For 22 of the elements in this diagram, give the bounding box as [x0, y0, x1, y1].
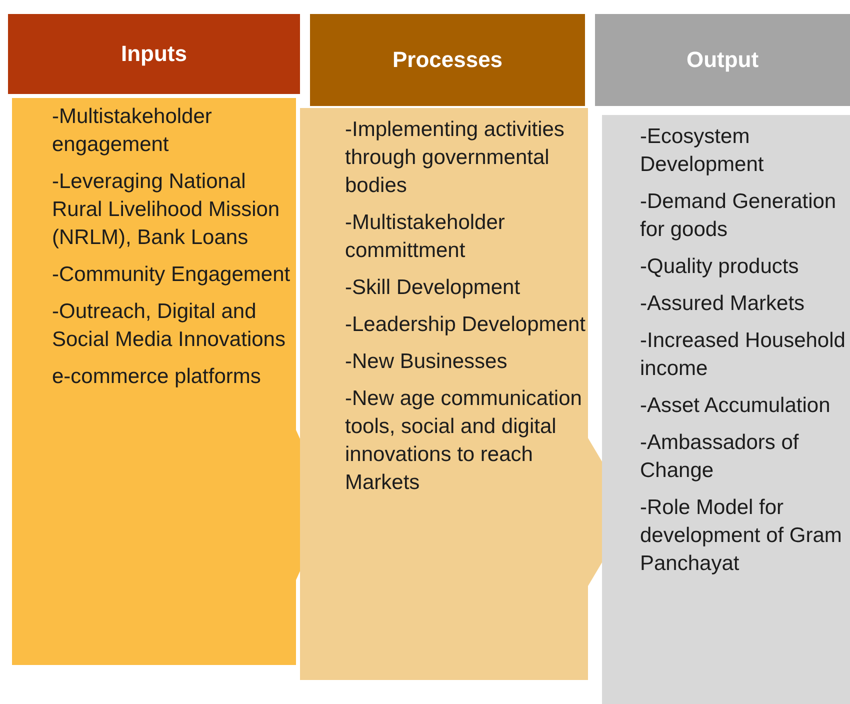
- column-header: Inputs: [8, 14, 300, 94]
- list-item: -Demand Generation for goods: [640, 189, 838, 243]
- list-item: -Assured Markets: [640, 291, 806, 317]
- list-item: -Role Model for development of Gram Panchayat: [640, 495, 843, 577]
- list-item: -Outreach, Digital and Social Media Innovations: [52, 299, 286, 353]
- list-item: -Quality products: [640, 254, 800, 280]
- column-header: Processes: [310, 14, 585, 106]
- list-item: -Skill Development: [345, 275, 522, 301]
- list-item: -Multistakeholder engagement: [52, 104, 213, 158]
- list-item: -New age communication tools, social and digital innovations to reach Markets: [345, 386, 583, 496]
- column-header: Output: [595, 14, 850, 106]
- list-item: -Multistakeholder committment: [345, 210, 506, 264]
- list-item: -Ecosystem Development: [640, 124, 765, 178]
- list-item: -Increased Household income: [640, 328, 846, 382]
- list-item: e-commerce platforms: [52, 364, 262, 390]
- list-item: -Ambassadors of Change: [640, 430, 800, 484]
- list-item: -Implementing activities through governmental bodies: [345, 117, 566, 199]
- list-item: -Leadership Development: [345, 312, 586, 338]
- list-item: -Community Engagement: [52, 262, 292, 288]
- list-item: -Leveraging National Rural Livelihood Mission (NRLM), Bank Loans: [52, 169, 281, 251]
- list-item: -New Businesses: [345, 349, 508, 375]
- list-item: -Asset Accumulation: [640, 393, 832, 419]
